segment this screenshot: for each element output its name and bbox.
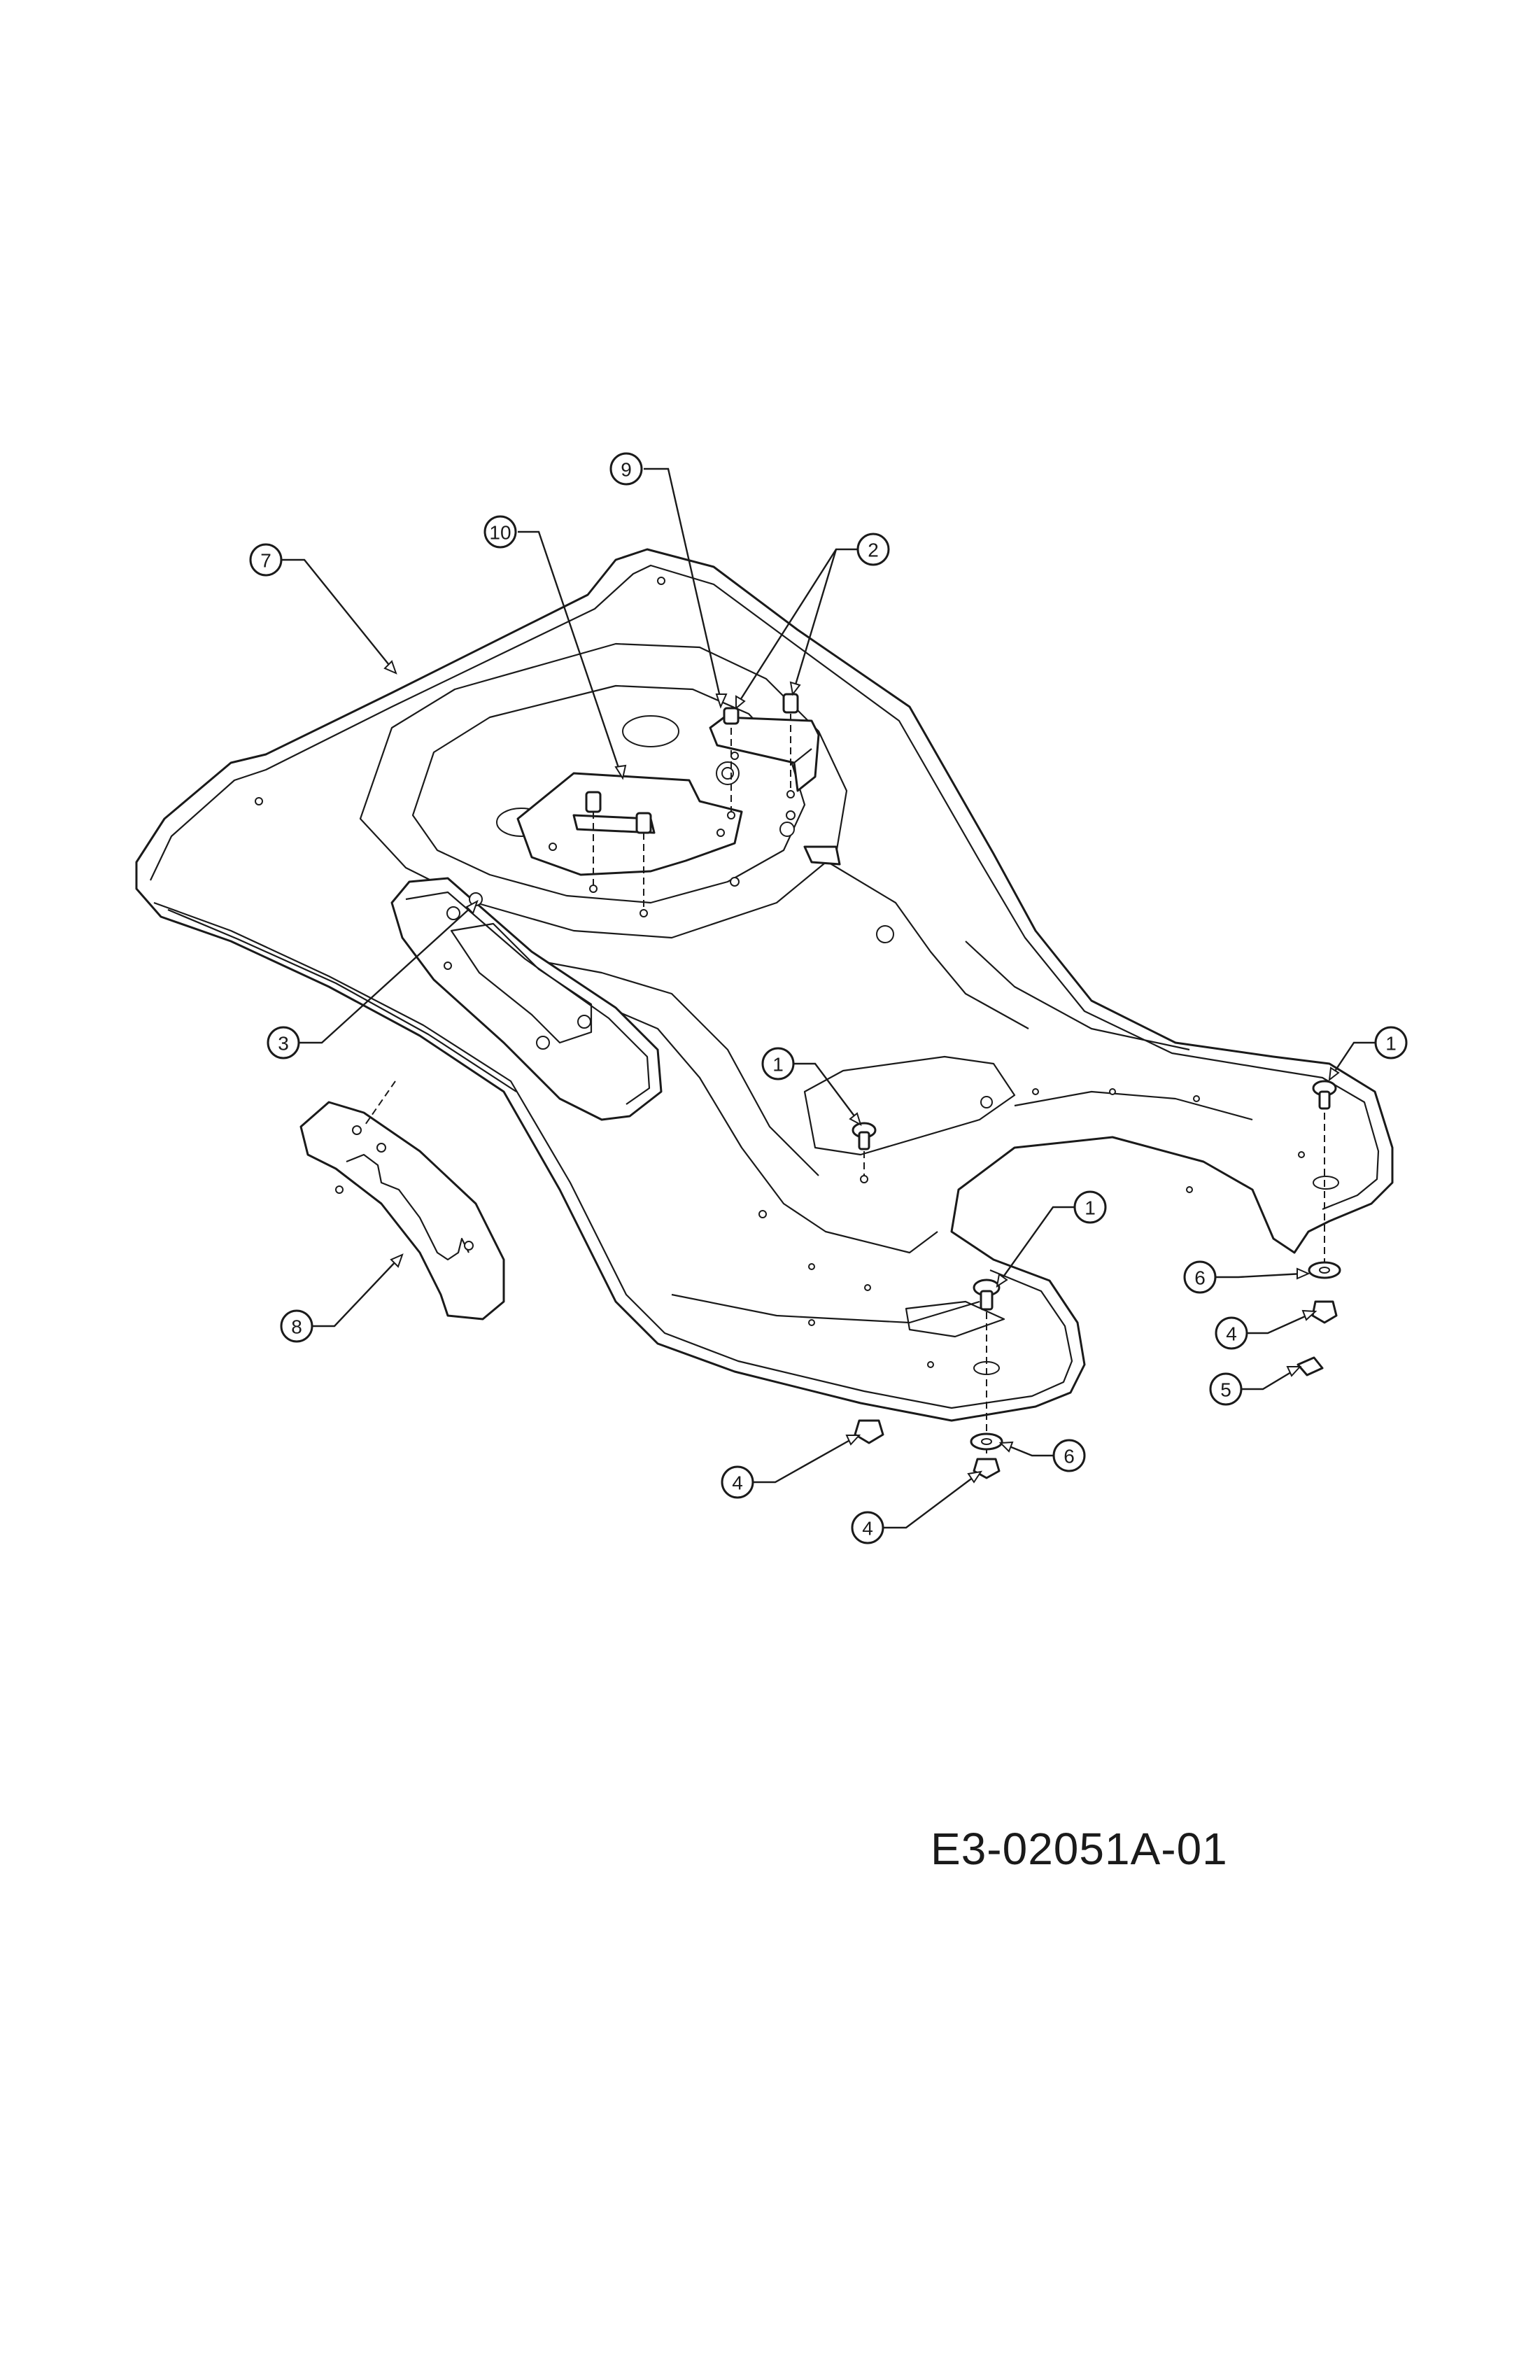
cap-5 — [1297, 1356, 1324, 1376]
switch-bracket-hole — [786, 790, 795, 798]
fastener-1a-hole — [860, 1175, 868, 1183]
callout-5: 5 — [1209, 1366, 1302, 1406]
callout-3-label: 3 — [278, 1033, 289, 1055]
callout-2: 2 — [735, 533, 890, 710]
side-plate — [299, 1101, 505, 1321]
fastener-1b — [973, 1279, 1001, 1311]
fastener-1c — [1312, 1080, 1337, 1110]
document-code: E3-02051A-01 — [931, 1824, 1228, 1874]
callout-4-bottom-center-label: 4 — [862, 1518, 873, 1540]
callout-8: 8 — [280, 1253, 404, 1343]
callout-7: 7 — [249, 543, 397, 675]
callout-8-label: 8 — [291, 1316, 302, 1338]
callout-1-right: 1 — [1328, 1026, 1408, 1082]
callout-4-right: 4 — [1215, 1309, 1318, 1350]
seat-bracket — [516, 772, 743, 876]
callout-4-bottom-left: 4 — [721, 1435, 861, 1499]
switch-bracket-hole — [730, 752, 739, 760]
callout-7-label: 7 — [260, 550, 271, 572]
callout-6-right-label: 6 — [1194, 1267, 1206, 1289]
callout-1-lower-label: 1 — [1085, 1197, 1096, 1219]
callout-10: 10 — [483, 515, 627, 780]
washer-6a — [1308, 1261, 1341, 1279]
callout-2-label: 2 — [868, 540, 879, 561]
callout-5-label: 5 — [1220, 1379, 1231, 1401]
switch-bracket — [709, 693, 841, 866]
seat-bracket-hole — [640, 909, 648, 917]
washer-6b — [970, 1432, 1003, 1451]
grab-handle — [390, 877, 663, 1121]
callout-4-bottom-left-label: 4 — [732, 1472, 743, 1494]
callout-1-lower: 1 — [996, 1190, 1107, 1288]
callout-1-right-label: 1 — [1385, 1033, 1397, 1055]
callout-1-middle-label: 1 — [772, 1054, 784, 1076]
callout-9: 9 — [609, 452, 728, 709]
nut-4a — [1311, 1300, 1338, 1324]
callout-6-right: 6 — [1183, 1260, 1311, 1294]
callout-6-bottom-label: 6 — [1064, 1446, 1075, 1467]
callout-9-label: 9 — [621, 459, 632, 481]
callout-1-middle: 1 — [761, 1047, 862, 1127]
side-plate-dash-line — [363, 1080, 396, 1127]
callout-3: 3 — [267, 899, 479, 1059]
switch-bracket-hole — [727, 811, 735, 819]
callout-10-label: 10 — [489, 522, 511, 544]
callout-4-right-label: 4 — [1226, 1323, 1237, 1345]
callout-6-bottom: 6 — [998, 1439, 1086, 1472]
body-shell — [135, 548, 1394, 1422]
nut-4b — [854, 1419, 884, 1444]
seat-bracket-hole — [589, 885, 598, 893]
callout-4-bottom-center: 4 — [851, 1470, 983, 1544]
fastener-1a — [852, 1122, 877, 1150]
